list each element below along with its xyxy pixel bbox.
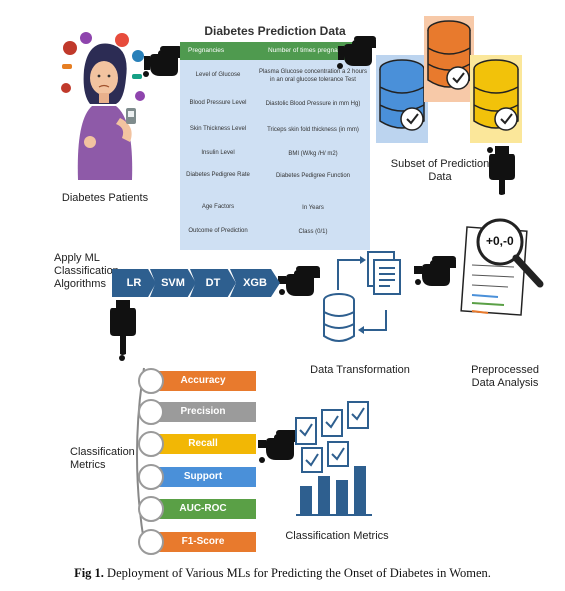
caption-text: Deployment of Various MLs for Predicting… — [103, 566, 491, 580]
table-row-feature: Blood Pressure Level — [189, 100, 247, 106]
table-header: Pregnancies Number of times pregnant — [180, 42, 370, 60]
subset-label: Subset of Prediction Data — [390, 158, 490, 183]
table-row-feature: Age Factors — [201, 204, 235, 210]
patients-illustration — [58, 30, 148, 190]
algorithm-svm: SVM — [150, 269, 196, 297]
table-row-feature: Diabetes Pedigree Rate — [186, 172, 250, 178]
metric-f1-score: F1-Score — [150, 532, 256, 552]
caption-prefix: Fig 1. — [74, 566, 104, 580]
metric-accuracy: Accuracy — [150, 371, 256, 391]
algorithm-xgb: XGB — [230, 269, 280, 297]
metric-dot — [138, 529, 164, 555]
metric-dot — [138, 496, 164, 522]
metric-precision: Precision — [150, 402, 256, 422]
document-icon — [366, 250, 402, 303]
metric-dot — [138, 431, 164, 457]
transform-arrows — [326, 250, 416, 355]
magnifier-icon — [470, 212, 550, 297]
pointing-hand-icon — [485, 146, 517, 201]
algorithm-lr: LR — [112, 269, 156, 297]
magnifier-text: +0,-0 — [486, 234, 514, 248]
pointing-hand-icon — [412, 246, 458, 295]
metric-auc-roc: AUC-ROC — [150, 499, 256, 519]
classification-metrics-right-label: Classification Metrics — [285, 530, 389, 542]
table-title: Diabetes Prediction Data — [204, 24, 346, 38]
table-header-right: Number of times pregnant — [268, 47, 344, 54]
chart-icon — [294, 400, 374, 523]
table-row-feature: Level of Glucose — [195, 72, 241, 78]
pointing-hand-icon — [276, 256, 322, 305]
database-icon — [376, 55, 428, 148]
table-row-description: In Years — [302, 205, 324, 211]
apply-ml-label: Apply ML Classification Algorithms — [54, 252, 119, 290]
table-row-description: Diastolic Blood Pressure in mm Hg) — [265, 101, 361, 107]
table-row-feature: Insulin Level — [201, 150, 235, 156]
figure-caption: Fig 1. Deployment of Various MLs for Pre… — [0, 566, 565, 581]
metric-dot — [138, 464, 164, 490]
classification-metrics-left-label: Classification Metrics — [70, 446, 135, 471]
table-row-description: Class (0/1) — [298, 229, 328, 235]
pointing-hand-icon — [142, 36, 184, 85]
preprocessed-label: Preprocessed Data Analysis — [471, 364, 539, 389]
data-transformation-label: Data Transformation — [310, 364, 410, 376]
pointing-hand-icon — [108, 300, 140, 367]
table-header-left: Pregnancies — [188, 47, 225, 54]
table-row-feature: Skin Thickness Level — [189, 126, 247, 132]
diabetes-patients-label: Diabetes Patients — [61, 192, 149, 204]
metric-dot — [138, 368, 164, 394]
algorithm-dt: DT — [190, 269, 236, 297]
metric-support: Support — [150, 467, 256, 487]
table-row-description: BMI (W/kg /H/ m2) — [288, 151, 338, 157]
metric-recall: Recall — [150, 434, 256, 454]
table-row-description: Plasma Glucose concentration a 2 hours i… — [258, 69, 368, 83]
pointing-hand-icon — [256, 420, 302, 473]
metric-dot — [138, 399, 164, 425]
table-row-description: Triceps skin fold thickness (in mm) — [267, 127, 359, 133]
table-row-description: Diabetes Pedigree Function — [275, 173, 351, 179]
table-row-feature: Outcome of Prediction — [188, 228, 248, 234]
database-icon — [424, 16, 474, 107]
database-icon — [470, 55, 522, 148]
data-table: Pregnancies Number of times pregnant Lev… — [180, 42, 370, 250]
pointing-hand-icon — [336, 26, 378, 79]
database-icon — [322, 292, 356, 351]
